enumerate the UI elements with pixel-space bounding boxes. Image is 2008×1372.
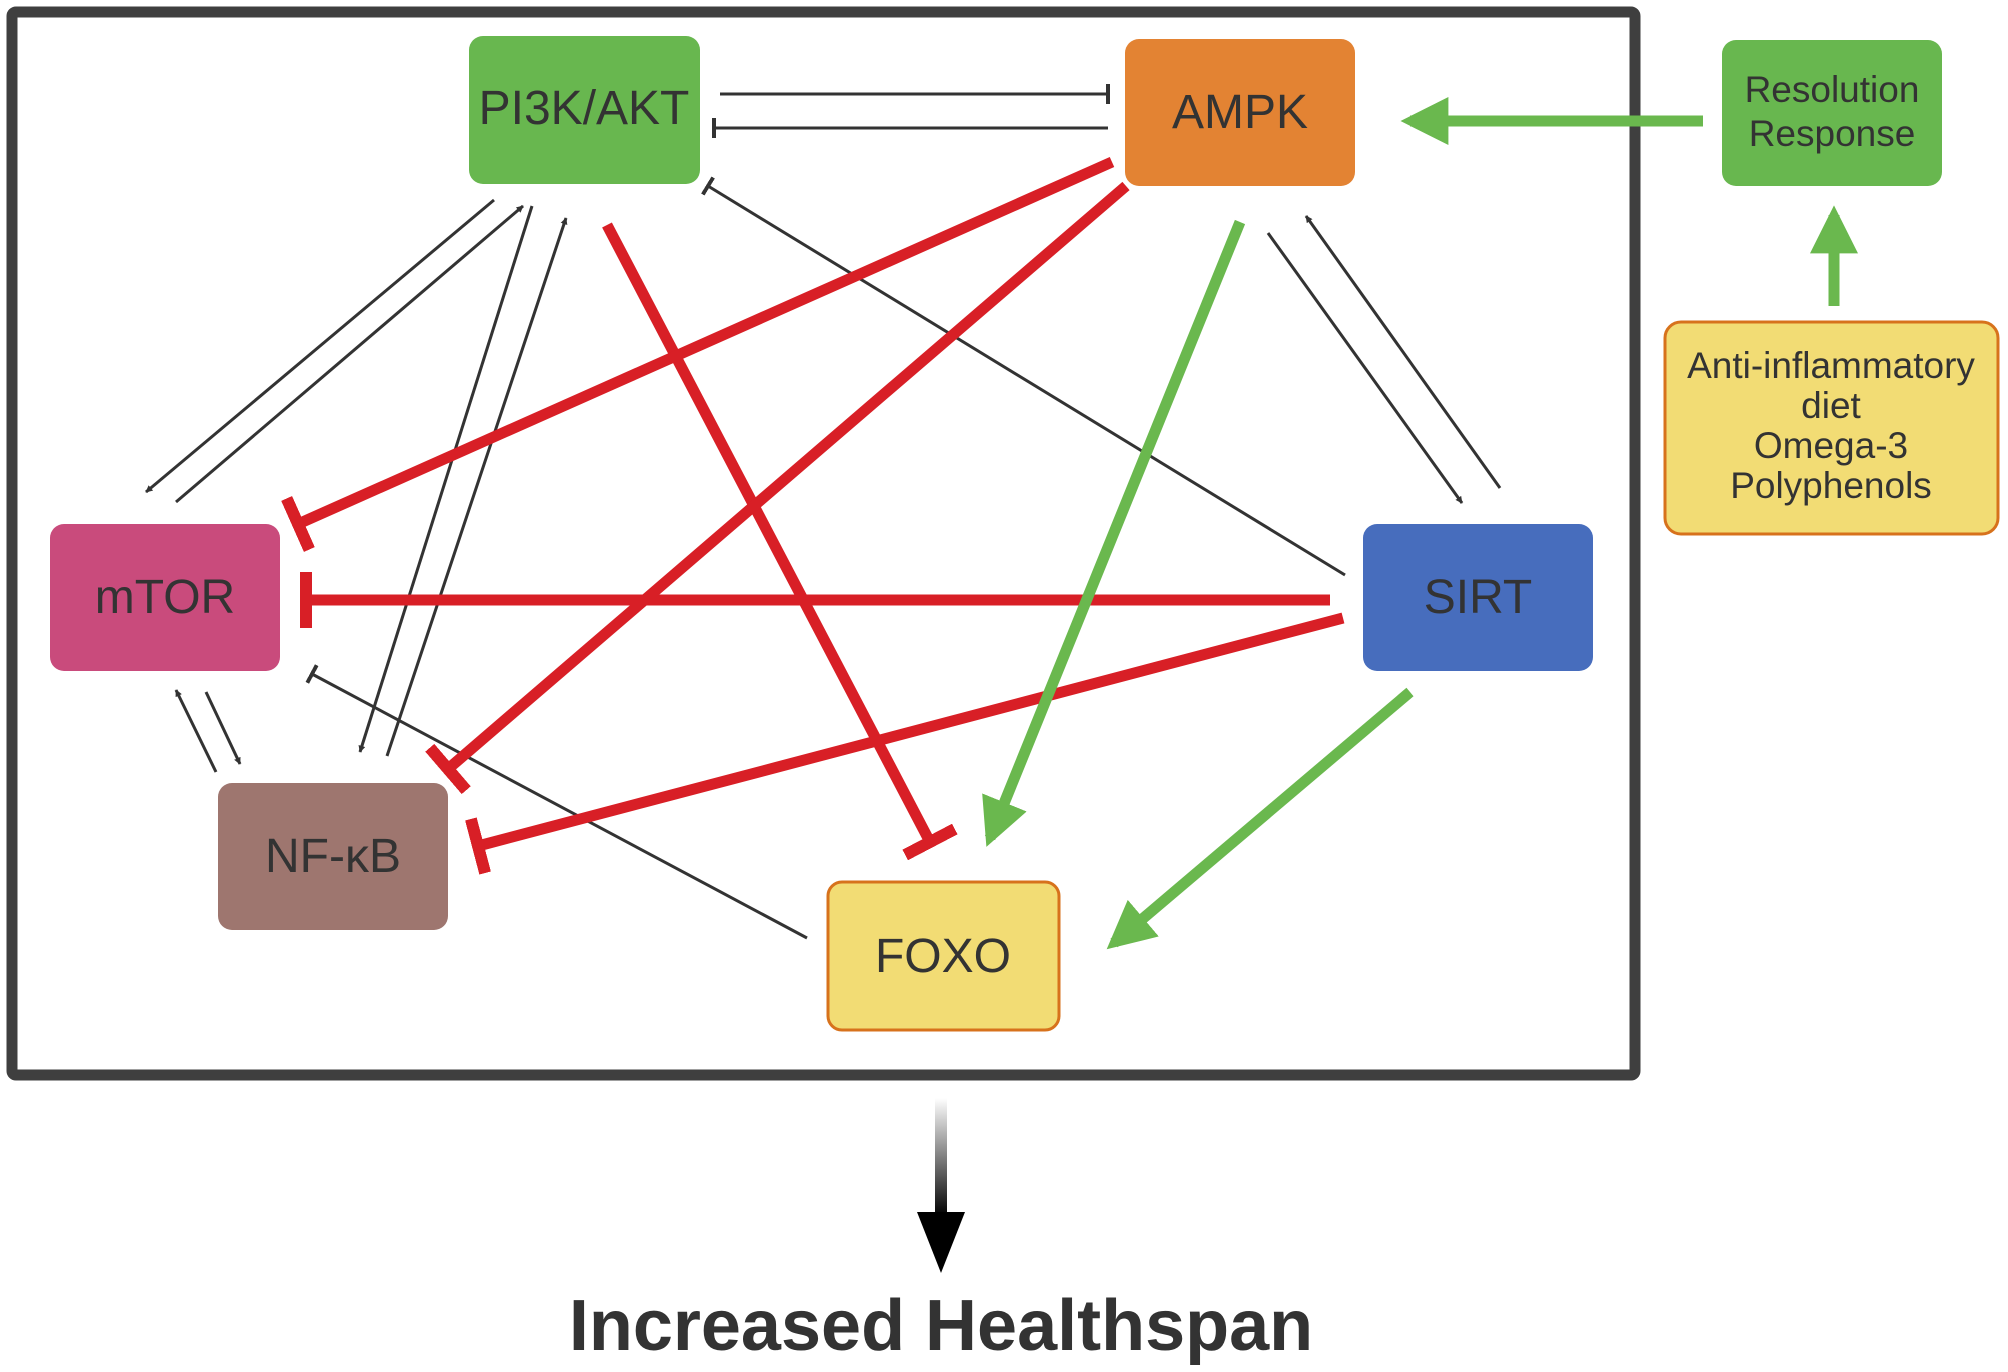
node-ampk: AMPK <box>1125 39 1355 186</box>
node-mtor-label: mTOR <box>95 571 235 624</box>
edge-mtor-to-nfkb <box>204 691 242 765</box>
node-mtor: mTOR <box>50 524 280 671</box>
node-anti-inflammatory-line1: Anti-inflammatory <box>1687 345 1975 386</box>
edge-ampk-to-sirt <box>1266 232 1464 504</box>
strong-inhibitions <box>281 156 1345 875</box>
edge-sirt-activates-foxo <box>1106 687 1414 950</box>
node-anti-inflammatory: Anti-inflammatory diet Omega-3 Polypheno… <box>1663 320 2000 536</box>
edge-pi3k-to-nfkb <box>358 205 534 753</box>
edge-sirt-to-ampk <box>1304 215 1502 489</box>
node-anti-inflammatory-box <box>1663 320 2000 536</box>
edge-ampk-inhibits-nfkb <box>425 181 1130 795</box>
green-activations <box>982 97 1858 950</box>
node-resolution-line1: Resolution <box>1745 69 1920 110</box>
node-anti-inflammatory-line2: diet <box>1801 385 1861 426</box>
edge-pi3k-to-mtor <box>145 198 495 494</box>
outcome-arrow-shaft <box>935 1098 947 1216</box>
node-anti-inflammatory-line3: Omega-3 <box>1754 425 1908 466</box>
node-ampk-label: AMPK <box>1172 86 1308 139</box>
network-frame <box>6 6 1641 1081</box>
node-foxo: FOXO <box>826 880 1061 1032</box>
edge-ampk-inhibits-mtor <box>281 156 1115 553</box>
outcome-label: Increased Healthspan <box>569 1286 1313 1366</box>
node-nfkb-label: NF-κB <box>265 830 401 883</box>
node-foxo-label: FOXO <box>875 930 1011 983</box>
node-sirt: SIRT <box>1363 524 1593 671</box>
node-mtor-box <box>50 524 280 671</box>
edge-sirt-inhibits-nfkb <box>465 612 1345 875</box>
outcome-arrow-head <box>917 1212 965 1273</box>
edge-foxo-inhibits-mtor <box>305 664 808 940</box>
node-pi3k-akt-box <box>469 36 700 184</box>
node-resolution-response: Resolution Response <box>1722 40 1942 186</box>
node-resolution-box <box>1722 40 1942 186</box>
node-foxo-box <box>826 880 1061 1032</box>
edge-nfkb-to-mtor <box>174 689 218 773</box>
node-resolution-line2: Response <box>1749 113 1916 154</box>
edge-sirt-inhibits-pi3k <box>701 176 1346 577</box>
node-anti-inflammatory-line4: Polyphenols <box>1730 465 1932 506</box>
edge-mtor-to-pi3k <box>175 204 524 504</box>
node-nfkb: NF-κB <box>218 783 448 930</box>
node-nfkb-box <box>218 783 448 930</box>
thin-inhibitions <box>305 84 1346 940</box>
node-pi3k-akt-label: PI3K/AKT <box>479 82 690 135</box>
thin-activations <box>145 198 1502 773</box>
node-pi3k-akt: PI3K/AKT <box>469 36 700 184</box>
outcome-arrow <box>917 1098 965 1273</box>
edge-nfkb-to-pi3k <box>385 217 568 757</box>
edge-ampk-activates-foxo <box>982 219 1246 847</box>
node-ampk-box <box>1125 39 1355 186</box>
node-sirt-label: SIRT <box>1424 571 1532 624</box>
node-sirt-box <box>1363 524 1593 671</box>
